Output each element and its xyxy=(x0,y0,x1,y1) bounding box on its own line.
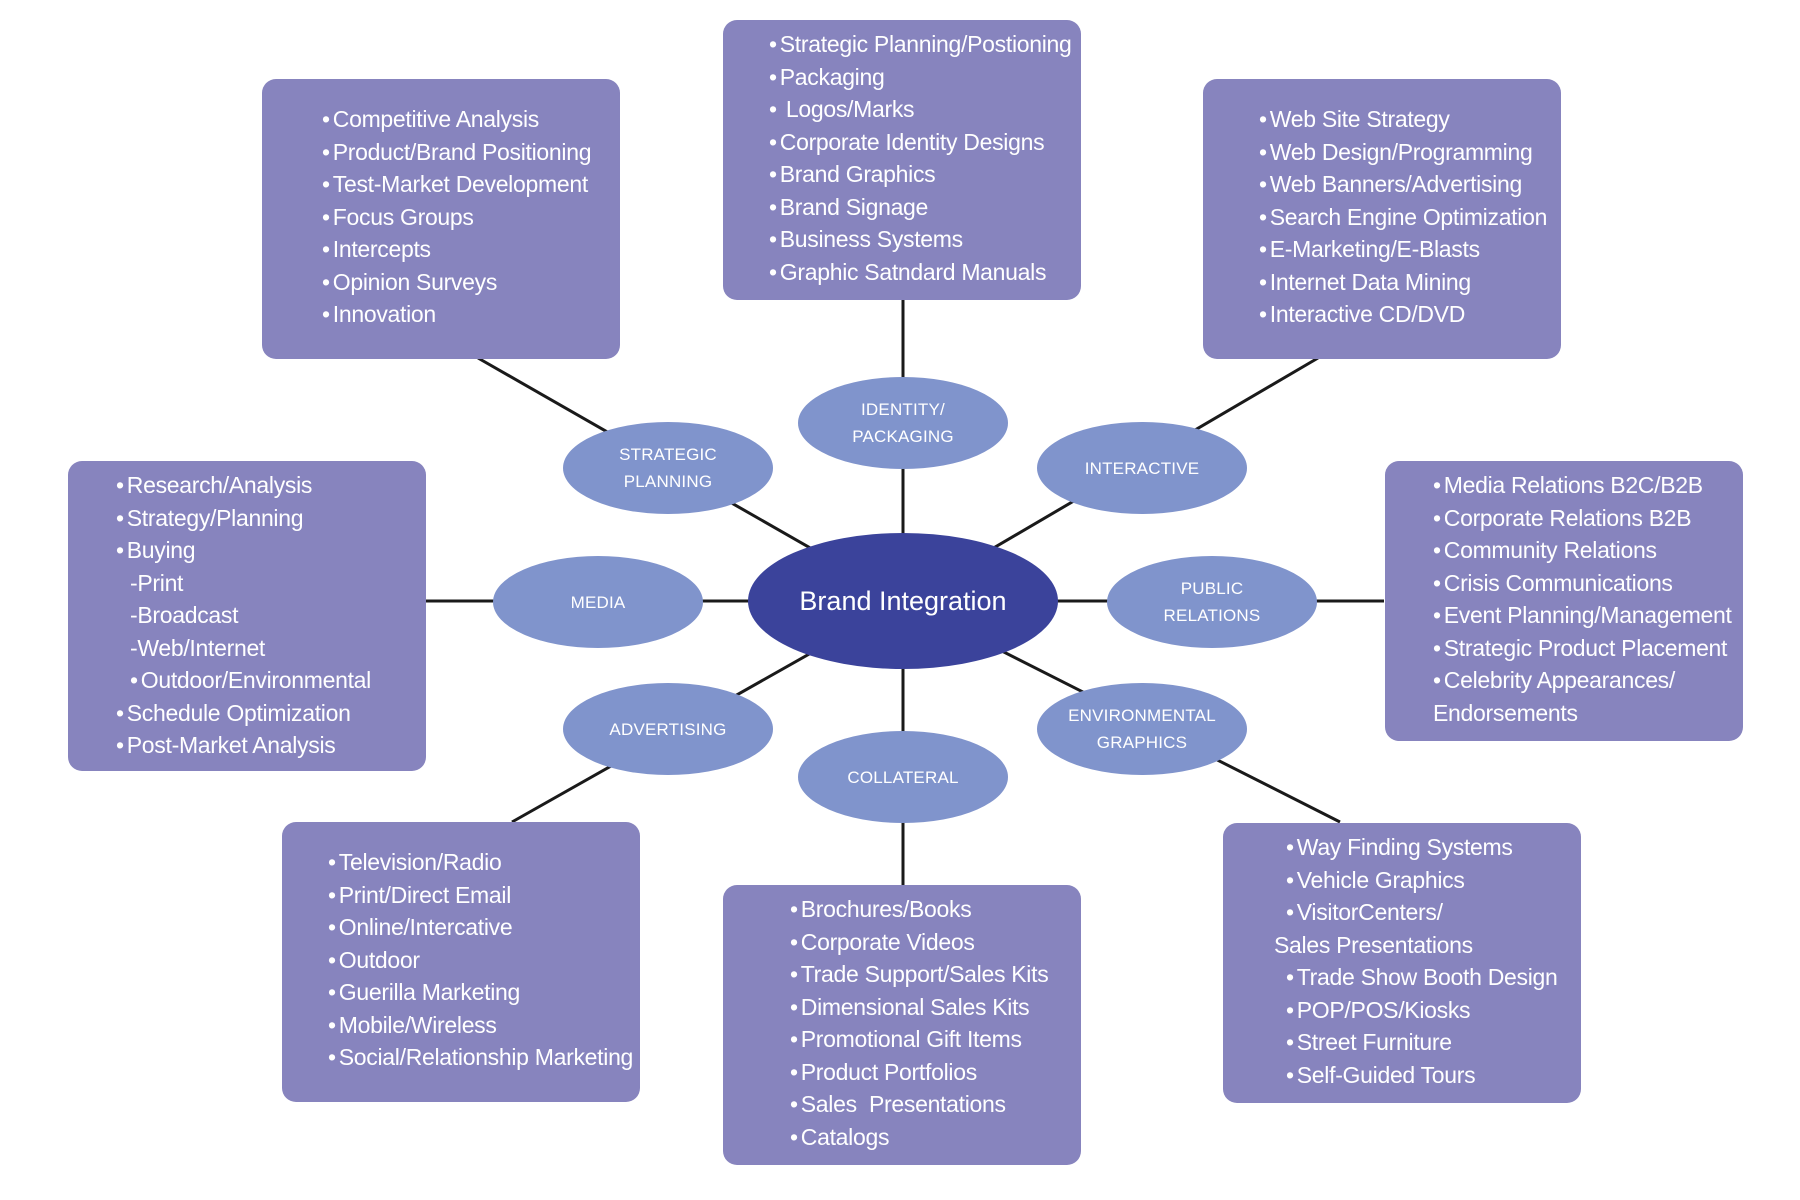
list-item: Corporate Relations B2B xyxy=(1433,502,1743,535)
list-item: Mobile/Wireless xyxy=(328,1009,640,1042)
list-item: Community Relations xyxy=(1433,534,1743,567)
media-list: Research/Analysis Strategy/Planning Buyi… xyxy=(116,469,426,762)
list-item: Media Relations B2C/B2B xyxy=(1433,469,1743,502)
list-item: Celebrity Appearances/ xyxy=(1433,664,1743,697)
list-item: Brand Graphics xyxy=(769,158,1081,191)
list-item: Packaging xyxy=(769,61,1081,94)
identity-packaging-box: Strategic Planning/Postioning Packaging … xyxy=(723,20,1081,300)
ellipse-label: STRATEGIC PLANNING xyxy=(619,445,717,491)
list-item: Crisis Communications xyxy=(1433,567,1743,600)
ellipse-label: COLLATERAL xyxy=(847,767,959,787)
list-item: Strategy/Planning xyxy=(116,502,426,535)
ellipse-strategic-planning: STRATEGIC PLANNING xyxy=(563,422,773,514)
environmental-graphics-box: Way Finding Systems Vehicle Graphics Vis… xyxy=(1223,823,1581,1103)
list-item: Event Planning/Management xyxy=(1433,599,1743,632)
list-item: Self-Guided Tours xyxy=(1286,1059,1581,1092)
ellipse-media: MEDIA xyxy=(493,556,703,648)
list-item: Corporate Videos xyxy=(790,926,1081,959)
strategic-planning-box: Competitive Analysis Product/Brand Posit… xyxy=(262,79,620,359)
ellipse-public-relations: PUBLIC RELATIONS xyxy=(1107,556,1317,648)
ellipse-identity-packaging: IDENTITY/ PACKAGING xyxy=(798,377,1008,469)
list-item: Street Furniture xyxy=(1286,1026,1581,1059)
list-item: Product/Brand Positioning xyxy=(322,136,620,169)
ellipse-label: PUBLIC RELATIONS xyxy=(1163,579,1261,625)
ellipse-collateral: COLLATERAL xyxy=(798,731,1008,823)
list-item: Trade Support/Sales Kits xyxy=(790,958,1081,991)
collateral-box: Brochures/Books Corporate Videos Trade S… xyxy=(723,885,1081,1165)
list-item: -Web/Internet xyxy=(130,634,266,661)
list-item: Television/Radio xyxy=(328,846,640,879)
list-item: Catalogs xyxy=(790,1121,1081,1154)
list-item: Vehicle Graphics xyxy=(1286,864,1581,897)
public-relations-box: Media Relations B2C/B2B Corporate Relati… xyxy=(1385,461,1743,741)
list-item: Strategic Product Placement xyxy=(1433,632,1743,665)
list-item: Dimensional Sales Kits xyxy=(790,991,1081,1024)
list-item: Outdoor/Environmental xyxy=(116,664,426,697)
collateral-list: Brochures/Books Corporate Videos Trade S… xyxy=(790,893,1081,1153)
media-box: Research/Analysis Strategy/Planning Buyi… xyxy=(68,461,426,771)
list-item: Promotional Gift Items xyxy=(790,1023,1081,1056)
list-item: Post-Market Analysis xyxy=(116,729,426,762)
ellipse-label: ADVERTISING xyxy=(609,719,727,739)
list-item: Web Banners/Advertising xyxy=(1259,168,1561,201)
interactive-list: Web Site Strategy Web Design/Programming… xyxy=(1259,103,1561,331)
list-item: Trade Show Booth Design xyxy=(1286,961,1581,994)
list-item: Graphic Satndard Manuals xyxy=(769,256,1081,289)
center-brand-integration: Brand Integration xyxy=(748,533,1058,669)
list-item: VisitorCenters/ xyxy=(1286,896,1581,929)
list-item: -Broadcast xyxy=(130,602,239,628)
list-item: Research/Analysis xyxy=(116,469,426,502)
list-item: POP/POS/Kiosks xyxy=(1286,994,1581,1027)
list-item: Strategic Planning/Postioning xyxy=(769,28,1081,61)
ellipse-interactive: INTERACTIVE xyxy=(1037,422,1247,514)
ellipse-advertising: ADVERTISING xyxy=(563,683,773,775)
advertising-list: Television/Radio Print/Direct Email Onli… xyxy=(328,846,640,1074)
list-item: Intercepts xyxy=(322,233,620,266)
list-item: Print/Direct Email xyxy=(328,879,640,912)
list-item: Corporate Identity Designs xyxy=(769,126,1081,159)
list-item: Outdoor xyxy=(328,944,640,977)
list-item: Schedule Optimization xyxy=(116,697,426,730)
strategic-planning-list: Competitive Analysis Product/Brand Posit… xyxy=(322,103,620,331)
public-relations-list: Media Relations B2C/B2B Corporate Relati… xyxy=(1433,469,1743,729)
list-item: Social/Relationship Marketing xyxy=(328,1041,640,1074)
list-item: Endorsements xyxy=(1433,699,1578,726)
list-item: -Print xyxy=(130,569,184,596)
list-item: Opinion Surveys xyxy=(322,266,620,299)
list-item: Web Site Strategy xyxy=(1259,103,1561,136)
environmental-graphics-list: Way Finding Systems Vehicle Graphics Vis… xyxy=(1274,831,1581,1092)
list-item: Search Engine Optimization xyxy=(1259,201,1561,234)
list-item: Brand Signage xyxy=(769,191,1081,224)
ellipse-environmental-graphics: ENVIRONMENTAL GRAPHICS xyxy=(1037,683,1247,775)
list-item: Competitive Analysis xyxy=(322,103,620,136)
list-item: Web Design/Programming xyxy=(1259,136,1561,169)
list-item: Business Systems xyxy=(769,223,1081,256)
identity-packaging-list: Strategic Planning/Postioning Packaging … xyxy=(769,28,1081,288)
list-item: Online/Intercative xyxy=(328,911,640,944)
list-item: Brochures/Books xyxy=(790,893,1081,926)
center-label: Brand Integration xyxy=(799,585,1007,616)
list-item: E-Marketing/E-Blasts xyxy=(1259,233,1561,266)
ellipse-label: MEDIA xyxy=(570,592,626,612)
list-item: Interactive CD/DVD xyxy=(1259,298,1561,331)
ellipse-label: INTERACTIVE xyxy=(1084,458,1200,478)
list-item: Way Finding Systems xyxy=(1286,831,1581,864)
list-item: Guerilla Marketing xyxy=(328,976,640,1009)
ellipse-label: IDENTITY/ PACKAGING xyxy=(852,400,954,446)
list-item: Logos/Marks xyxy=(769,93,1081,126)
interactive-box: Web Site Strategy Web Design/Programming… xyxy=(1203,79,1561,359)
list-item: Test-Market Development xyxy=(322,168,620,201)
advertising-box: Television/Radio Print/Direct Email Onli… xyxy=(282,822,640,1102)
list-item: Sales Presentations xyxy=(1274,931,1473,958)
ellipse-label: ENVIRONMENTAL GRAPHICS xyxy=(1068,706,1216,752)
list-item: Buying xyxy=(116,534,426,567)
list-item: Internet Data Mining xyxy=(1259,266,1561,299)
list-item: Sales Presentations xyxy=(790,1088,1081,1121)
list-item: Product Portfolios xyxy=(790,1056,1081,1089)
list-item: Focus Groups xyxy=(322,201,620,234)
list-item: Innovation xyxy=(322,298,620,331)
